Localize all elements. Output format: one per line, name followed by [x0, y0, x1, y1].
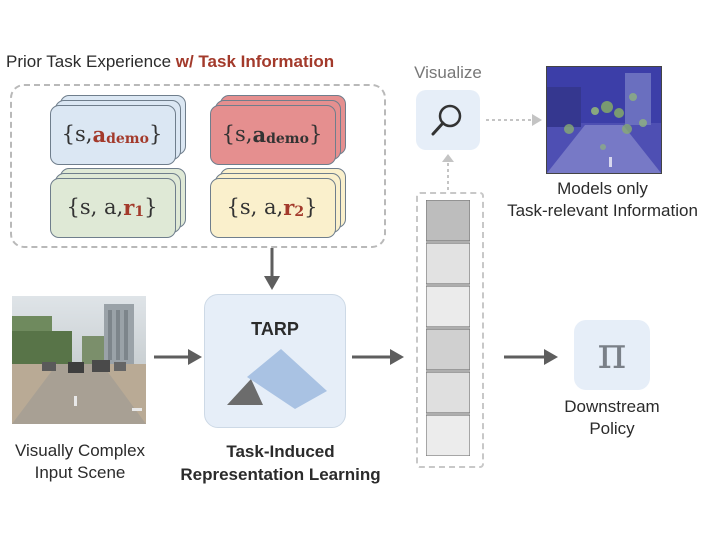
heading-prefix: Prior Task Experience — [6, 52, 176, 71]
arrow-representation-to-visualize — [442, 154, 454, 190]
arrow-tarp-to-representation — [352, 349, 404, 365]
representation-cell — [426, 242, 470, 285]
card-stack-red-front — [210, 105, 336, 165]
arrow-representation-to-policy — [504, 349, 558, 365]
card-stack-yellow-front — [210, 178, 336, 238]
policy-caption: Downstream Policy — [564, 397, 660, 438]
arrow-visualize-to-models — [486, 114, 542, 126]
input-scene-image — [12, 296, 146, 424]
card-stack-green-front — [50, 178, 176, 238]
representation-cell — [426, 371, 470, 414]
representation-cell — [426, 285, 470, 328]
representation-outline — [416, 192, 484, 468]
prior-experience-box — [10, 84, 386, 248]
models-caption: Models only Task-relevant Information — [507, 179, 698, 220]
policy-box: π — [574, 320, 650, 390]
arrow-input-to-tarp — [154, 349, 202, 365]
representation-vector — [426, 200, 470, 456]
input-scene-caption: Visually Complex Input Scene — [14, 441, 146, 482]
visualize-box — [416, 90, 480, 150]
pi-symbol: π — [597, 328, 627, 379]
visualize-label: Visualize — [414, 63, 482, 82]
magnifier-icon — [431, 104, 462, 136]
prior-experience-heading: Prior Task Experience w/ Task Informatio… — [6, 52, 334, 72]
arrow-down-to-tarp — [264, 248, 280, 290]
representation-cell — [426, 414, 470, 456]
representation-cell — [426, 328, 470, 371]
tarp-label: TARP — [251, 319, 299, 339]
representation-cell — [426, 200, 470, 242]
tarp-model-shape — [227, 349, 327, 409]
tarp-caption: Task-Induced Representation Learning — [180, 442, 381, 484]
tarp-panel: TARP — [204, 294, 346, 428]
task-relevant-visualization-image — [546, 66, 662, 174]
card-stack-blue-front — [50, 105, 176, 165]
heading-accent: w/ Task Information — [175, 52, 335, 71]
